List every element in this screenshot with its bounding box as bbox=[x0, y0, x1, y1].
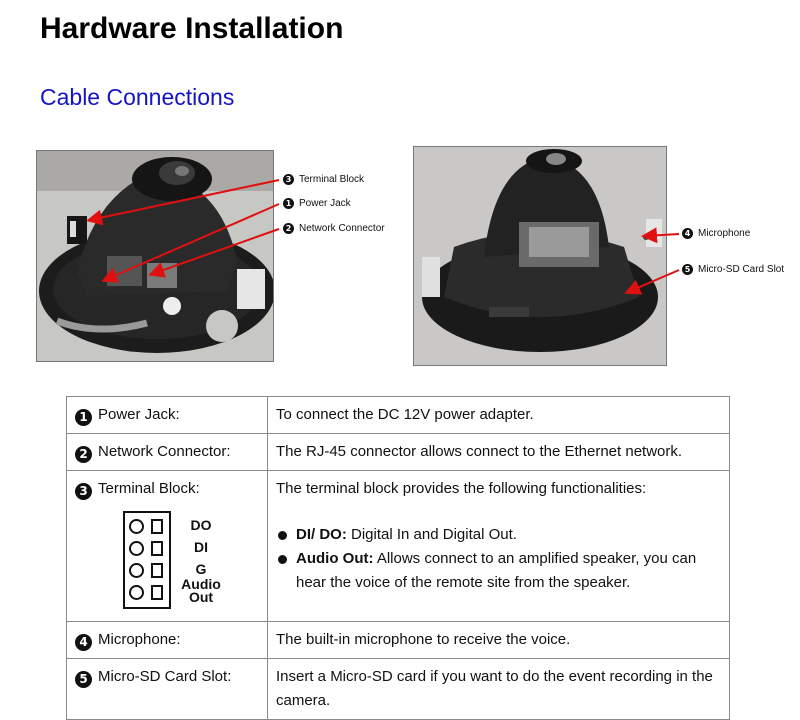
row-number: 5 bbox=[75, 670, 92, 688]
callout-label: Micro-SD Card Slot bbox=[698, 264, 785, 275]
callout-label: Network Connector bbox=[299, 223, 385, 234]
callout-label: Power Jack bbox=[299, 198, 351, 209]
row-number: 1 bbox=[75, 408, 92, 426]
table-row: 1 Power Jack: To connect the DC 12V power… bbox=[66, 396, 730, 434]
callout-number: 2 bbox=[283, 223, 294, 234]
terminal-block-intro: The terminal block provides the followin… bbox=[276, 480, 647, 497]
row-label: Microphone: bbox=[98, 631, 181, 648]
page-title: Hardware Installation bbox=[40, 12, 344, 45]
table-cell-label: 1 Power Jack: bbox=[66, 396, 268, 434]
table-row: 4 Microphone: The built-in microphone to … bbox=[66, 621, 730, 659]
table-cell-desc: To connect the DC 12V power adapter. bbox=[267, 396, 730, 434]
terminal-block-outline bbox=[123, 511, 171, 609]
camera-base-photo bbox=[36, 150, 274, 362]
callout-number: 3 bbox=[283, 174, 294, 185]
list-item: Audio Out: Allows connect to an amplifie… bbox=[276, 547, 721, 595]
table-row: 2 Network Connector: The RJ-45 connector … bbox=[66, 433, 730, 471]
row-number: 4 bbox=[75, 633, 92, 651]
table-cell-desc: The RJ-45 connector allows connect to th… bbox=[267, 433, 730, 471]
callout-label: Microphone bbox=[698, 228, 751, 239]
terminal-pin-icon bbox=[129, 541, 144, 556]
table-cell-label: 3 Terminal Block: DO DI G Audio Out bbox=[66, 470, 268, 622]
callout-label: Terminal Block bbox=[299, 174, 365, 185]
row-number: 3 bbox=[75, 482, 92, 500]
pin-label-audio: Audio bbox=[181, 576, 221, 592]
terminal-slot-icon bbox=[151, 585, 163, 600]
table-cell-desc: The terminal block provides the followin… bbox=[267, 470, 730, 622]
callout-micro-sd-slot: 5 Micro-SD Card Slot bbox=[682, 264, 784, 275]
callout-number: 1 bbox=[283, 198, 294, 209]
row-label: Terminal Block: bbox=[98, 480, 200, 497]
pin-label-di: DI bbox=[194, 539, 208, 555]
callout-network-connector: 2 Network Connector bbox=[283, 223, 385, 234]
table-cell-desc: The built-in microphone to receive the v… bbox=[267, 621, 730, 659]
bullet-term: Audio Out: bbox=[296, 550, 374, 567]
camera-side-photo bbox=[413, 146, 667, 366]
terminal-pin-icon bbox=[129, 585, 144, 600]
terminal-slot-icon bbox=[151, 519, 163, 534]
row-label: Power Jack: bbox=[98, 406, 180, 423]
callout-number: 4 bbox=[682, 228, 693, 239]
table-cell-label: 2 Network Connector: bbox=[66, 433, 268, 471]
terminal-slot-icon bbox=[151, 563, 163, 578]
list-item: DI/ DO: Digital In and Digital Out. bbox=[276, 523, 721, 547]
callout-terminal-block: 3 Terminal Block bbox=[283, 174, 364, 185]
callout-number: 5 bbox=[682, 264, 693, 275]
terminal-block-diagram: DO DI G Audio Out bbox=[123, 511, 233, 613]
connections-table: 1 Power Jack: To connect the DC 12V power… bbox=[66, 396, 730, 720]
pin-label-do: DO bbox=[190, 517, 212, 533]
pin-label-out: Out bbox=[188, 589, 214, 605]
section-heading: Cable Connections bbox=[40, 84, 235, 110]
callout-power-jack: 1 Power Jack bbox=[283, 198, 351, 209]
callout-microphone: 4 Microphone bbox=[682, 228, 750, 239]
table-cell-label: 4 Microphone: bbox=[66, 621, 268, 659]
table-cell-label: 5 Micro-SD Card Slot: bbox=[66, 658, 268, 720]
row-number: 2 bbox=[75, 445, 92, 463]
table-row: 5 Micro-SD Card Slot: Insert a Micro-SD c… bbox=[66, 658, 730, 720]
bullet-term: DI/ DO: bbox=[296, 526, 347, 543]
pin-label-g: G bbox=[195, 561, 207, 577]
terminal-pin-icon bbox=[129, 519, 144, 534]
table-row: 3 Terminal Block: DO DI G Audio Out bbox=[66, 470, 730, 622]
terminal-slot-icon bbox=[151, 541, 163, 556]
bullet-text: Digital In and Digital Out. bbox=[346, 526, 517, 543]
row-label: Network Connector: bbox=[98, 443, 231, 460]
row-label: Micro-SD Card Slot: bbox=[98, 668, 232, 685]
table-cell-desc: Insert a Micro-SD card if you want to do… bbox=[267, 658, 730, 720]
terminal-pin-icon bbox=[129, 563, 144, 578]
functionality-list: DI/ DO: Digital In and Digital Out. Audi… bbox=[276, 523, 721, 595]
bullet-text: Allows connect to an amplified speaker, … bbox=[296, 550, 697, 591]
